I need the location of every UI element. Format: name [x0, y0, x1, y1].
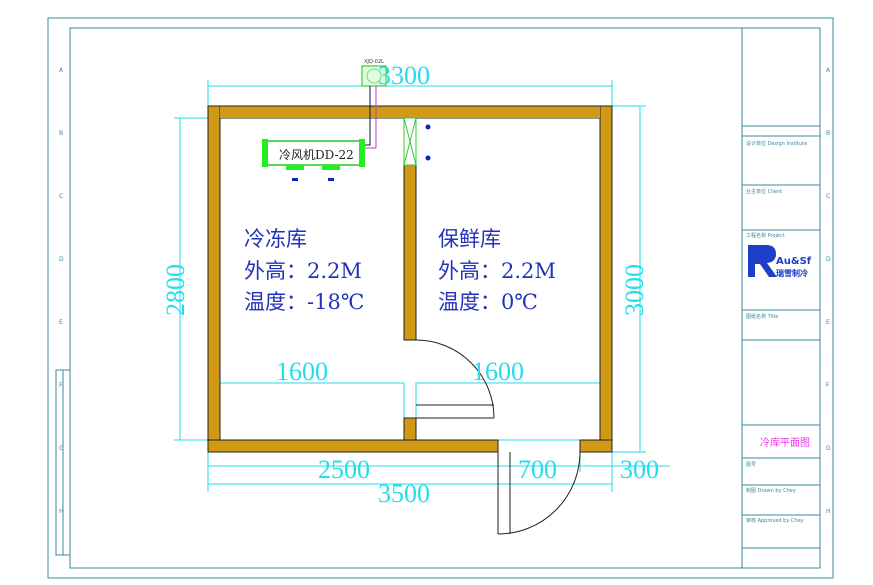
border-row-label: D: [59, 256, 64, 263]
border-row-labels: A A B B C C D D E E F F G G H H: [59, 67, 831, 515]
outer-frame: [47, 17, 834, 579]
dim-shelf-left: 1600: [276, 357, 328, 386]
freezer-room-temp: 温度：-18℃: [244, 290, 364, 314]
border-row-label: E: [59, 319, 63, 326]
border-row-label: B: [826, 130, 830, 137]
title-block: 设计单位 Design Institute 业主单位 Client 工程名称 P…: [741, 27, 821, 569]
dim-left: 2800: [161, 264, 190, 316]
dim-top: 3300: [378, 61, 430, 90]
border-row-label: F: [826, 382, 830, 389]
condenser-label: XJQ-02L: [364, 59, 384, 65]
drawing-title: 冷库平面图: [760, 436, 810, 449]
drawing-name-label: 图纸名称 Title: [746, 313, 778, 320]
freezer-room-height: 外高：2.2M: [244, 259, 362, 283]
company-name-cn: 瑞雪制冷: [776, 268, 808, 278]
border-row-label: E: [826, 319, 830, 326]
air-cooler-label: 冷风机DD-22: [279, 148, 354, 162]
border-row-label: C: [59, 193, 63, 200]
doors: [415, 339, 581, 535]
border-row-label: H: [59, 508, 64, 515]
project-label: 工程名称 Project: [746, 232, 785, 239]
dim-bottom-left: 2500: [318, 455, 370, 484]
sheet-label: 图号: [746, 462, 756, 468]
client-label: 业主单位 Client: [746, 188, 782, 195]
chiller-room-temp: 温度：0℃: [438, 290, 538, 314]
dim-right: 3000: [620, 264, 649, 316]
dim-bottom-total: 3500: [378, 479, 430, 508]
dim-bottom-right: 300: [620, 455, 659, 484]
border-row-label: G: [59, 445, 64, 452]
dim-bottom-door: 700: [518, 455, 557, 484]
dim-shelf-right: 1600: [472, 357, 524, 386]
design-unit-label: 设计单位 Design Institute: [746, 140, 807, 147]
border-row-label: H: [826, 508, 831, 515]
border-row-label: D: [826, 256, 831, 263]
border-row-label: A: [826, 67, 831, 74]
chiller-room-name: 保鲜库: [438, 227, 501, 251]
air-cooler-unit: 冷风机DD-22: [262, 139, 365, 181]
company-brand: Au&Sf: [776, 256, 812, 267]
border-row-label: C: [826, 193, 830, 200]
drawn-by-label: 制图 Drawn by Chey: [746, 487, 796, 494]
border-row-label: G: [826, 445, 831, 452]
left-revision-block: [55, 369, 71, 556]
freezer-room-name: 冷冻库: [244, 227, 307, 251]
walls: [207, 105, 613, 453]
border-row-label: A: [59, 67, 64, 74]
dimension-lines: [174, 80, 670, 492]
company-logo: [748, 245, 777, 277]
border-row-label: B: [59, 130, 63, 137]
vent-window: [403, 117, 431, 166]
approved-by-label: 审核 Approved by Chey: [746, 517, 804, 524]
chiller-room-height: 外高：2.2M: [438, 259, 556, 283]
border-row-label: F: [59, 382, 63, 389]
